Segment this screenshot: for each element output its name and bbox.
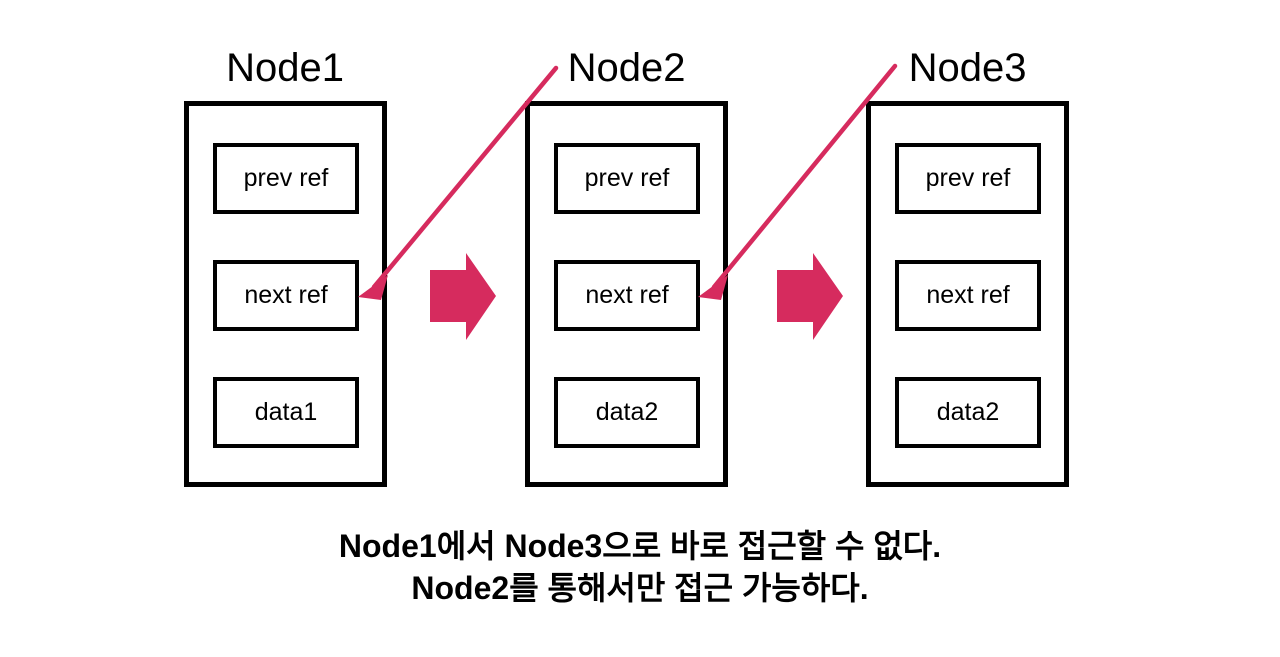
node-box-node3[interactable]: prev ref next ref data2 [866, 101, 1069, 487]
caption-line-2: Node2를 통해서만 접근 가능하다. [411, 570, 869, 606]
node-box-node1[interactable]: prev ref next ref data1 [184, 101, 387, 487]
node3-field-prev-ref-label: prev ref [925, 164, 1011, 192]
node3-field-next-ref-label: next ref [926, 281, 1010, 309]
node2-field-prev-ref-label: prev ref [584, 164, 670, 192]
node1-field-prev-ref[interactable]: prev ref [213, 143, 359, 214]
node3-field-data-label: data2 [936, 398, 1000, 426]
node3-field-prev-ref[interactable]: prev ref [895, 143, 1041, 214]
node-title-node2: Node2 [567, 46, 686, 90]
node2-field-prev-ref[interactable]: prev ref [554, 143, 700, 214]
block-arrow-1-to-2-icon [430, 253, 496, 340]
node-title-node1: Node1 [226, 46, 344, 90]
node1-field-next-ref[interactable]: next ref [213, 260, 359, 331]
node3-field-data[interactable]: data2 [895, 377, 1041, 448]
caption-line-1: Node1에서 Node3으로 바로 접근할 수 없다. [338, 528, 942, 564]
node-title-node3: Node3 [908, 46, 1027, 90]
block-arrow-2-to-3-icon [777, 253, 843, 340]
node3-field-next-ref[interactable]: next ref [895, 260, 1041, 331]
node2-field-next-ref-label: next ref [585, 281, 669, 309]
node2-field-data[interactable]: data2 [554, 377, 700, 448]
node2-field-next-ref[interactable]: next ref [554, 260, 700, 331]
node-box-node2[interactable]: prev ref next ref data2 [525, 101, 728, 487]
node1-field-next-ref-label: next ref [244, 281, 328, 309]
node2-field-data-label: data2 [595, 398, 659, 426]
node1-field-data[interactable]: data1 [213, 377, 359, 448]
node1-field-prev-ref-label: prev ref [243, 164, 329, 192]
node1-field-data-label: data1 [254, 398, 318, 426]
